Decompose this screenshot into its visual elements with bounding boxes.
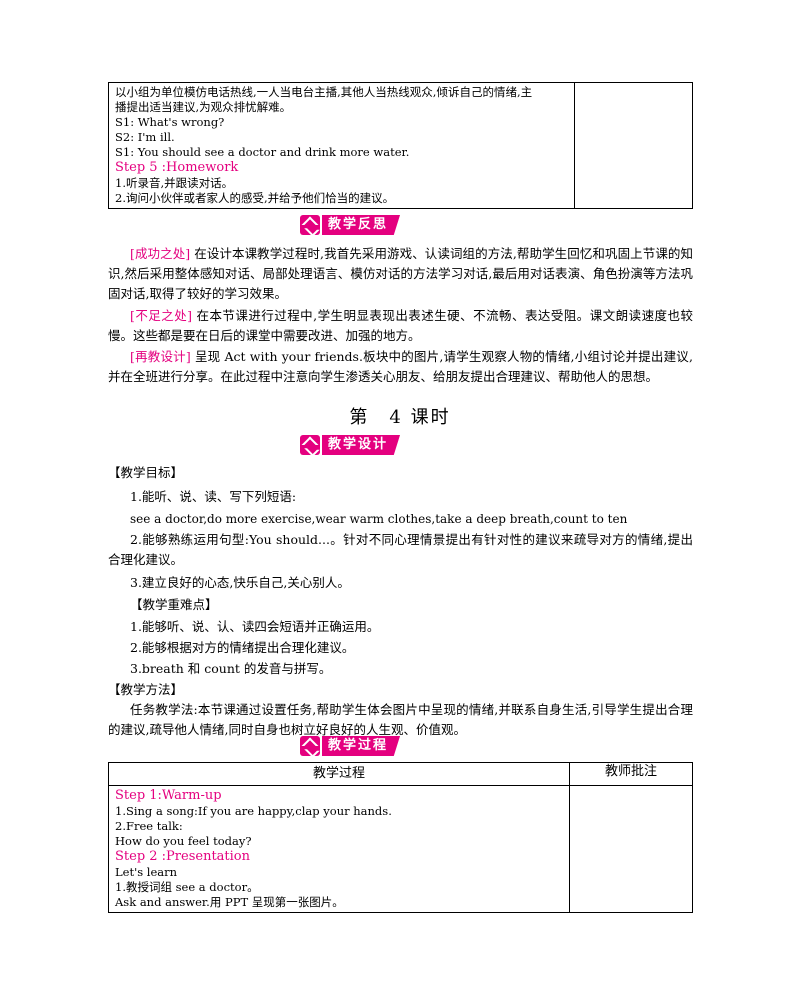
dialogue-line: S1: You should see a doctor and drink mo… [115,145,410,159]
banner-label: 教学反思 [322,215,401,235]
process-cell: Step 1:Warm-up 1.Sing a song:If you are … [107,785,571,913]
paragraph-text: 在设计本课教学过程时,我首先采用游戏、认读词组的方法,帮助学生回忆和巩固上节课的… [108,246,693,301]
text-line: 1.教授词组 see a doctor。 [115,880,259,894]
note-cell [573,82,694,209]
lesson-table-continued: 以小组为单位模仿电话热线,一人当电台主播,其他人当热线观众,倾诉自己的情绪,主 … [108,82,694,209]
dialogue-line: S1: What's wrong? [115,115,225,129]
banner-label: 教学过程 [322,736,401,756]
text-line: 播提出适当建议,为观众排忧解难。 [115,100,292,114]
keypoint-item: 2.能够根据对方的情绪提出合理化建议。 [130,640,355,655]
objective-item: 3.建立良好的心态,快乐自己,关心别人。 [130,575,350,590]
step-heading: Step 1:Warm-up [115,788,222,803]
text-line: How do you feel today? [115,834,252,848]
section-banner-process: 教学过程 [300,735,401,757]
homework-item: 1.听录音,并跟读对话。 [115,176,234,190]
paragraph-text: 呈现 Act with your friends.板块中的图片,请学生观察人物的… [108,349,693,384]
text-line: Let's learn [115,865,178,879]
lesson-title: 第 4 课时 [349,407,451,428]
objective-item: 1.能听、说、读、写下列短语: [130,489,297,504]
paragraph-text: 在本节课进行过程中,学生明显表现出表述生硬、不流畅、表达受阻。课文朗读速度也较慢… [108,308,693,343]
objective-phrases: see a doctor,do more exercise,wear warm … [130,512,628,526]
paragraph-tag: [成功之处] [130,246,191,261]
section-banner-design: 教学设计 [300,434,401,456]
text-line: 以小组为单位模仿电话热线,一人当电台主播,其他人当热线观众,倾诉自己的情绪,主 [115,85,533,99]
section-logo-icon [300,435,320,455]
reflection-shortcoming: [不足之处] 在本节课进行过程中,学生明显表现出表述生硬、不流畅、表达受阻。课文… [108,306,693,346]
column-header: 教师批注 [569,762,693,786]
objectives-heading: 【教学目标】 [108,465,184,480]
note-cell [569,785,693,913]
keypoints-heading: 【教学重难点】 [130,597,218,612]
column-header: 教学过程 [107,762,571,786]
process-cell: 以小组为单位模仿电话热线,一人当电台主播,其他人当热线观众,倾诉自己的情绪,主 … [108,82,575,209]
keypoint-item: 3.breath 和 count 的发音与拼写。 [130,661,332,676]
section-logo-icon [300,215,320,235]
step-heading: Step 5 :Homework [115,160,239,175]
banner-label: 教学设计 [322,435,401,455]
reflection-redesign: [再教设计] 呈现 Act with your friends.板块中的图片,请… [108,347,693,387]
methods-heading: 【教学方法】 [108,682,184,697]
keypoint-item: 1.能够听、说、认、读四会短语并正确运用。 [130,619,380,634]
paragraph-tag: [再教设计] [130,349,191,364]
methods-text: 任务教学法:本节课通过设置任务,帮助学生体会图片中呈现的情绪,并联系自身生活,引… [108,702,693,737]
section-logo-icon [300,736,320,756]
text-line: 2.Free talk: [115,819,183,833]
text-line: Ask and answer.用 PPT 呈现第一张图片。 [115,895,344,909]
reflection-success: [成功之处] 在设计本课教学过程时,我首先采用游戏、认读词组的方法,帮助学生回忆… [108,244,693,304]
step-heading: Step 2 :Presentation [115,849,251,864]
section-banner-reflection: 教学反思 [300,214,401,236]
homework-item: 2.询问小伙伴或者家人的感受,并给予他们恰当的建议。 [115,191,395,205]
paragraph-tag: [不足之处] [130,308,193,323]
lesson-process-table: 教学过程 教师批注 Step 1:Warm-up 1.Sing a song:I… [107,762,693,913]
text-line: 1.Sing a song:If you are happy,clap your… [115,804,392,818]
dialogue-line: S2: I'm ill. [115,130,175,144]
objective-item: 2.能够熟练运用句型:You should...。针对不同心理情景提出有针对性的… [108,532,693,567]
